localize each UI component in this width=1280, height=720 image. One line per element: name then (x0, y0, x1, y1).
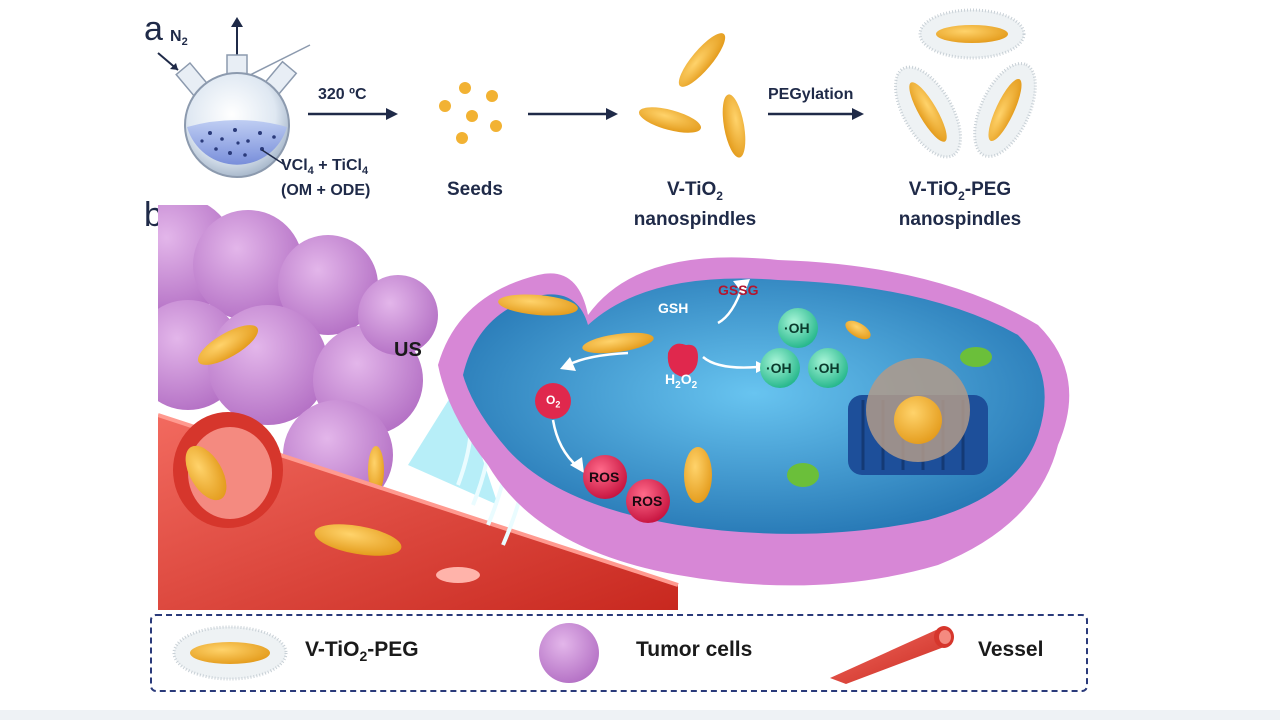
nanospindles-label: V-TiO2 nanospindles (633, 179, 757, 230)
peg-nanospindles-icon (893, 8, 1037, 159)
seeds-label: Seeds (447, 179, 503, 200)
reaction-flask-icon (157, 17, 311, 178)
ultrasound-label: US (394, 339, 422, 361)
gsh-label: GSH (658, 300, 689, 316)
arrow-2-icon (528, 108, 618, 120)
arrow-1-icon (308, 108, 398, 120)
hydroxyl-radical-2: ·OH (766, 360, 792, 376)
gssg-label: GSSG (718, 282, 759, 298)
oxygen-label: O2 (546, 393, 561, 410)
legend-box (150, 614, 1088, 692)
hydroxyl-radical-1: ·OH (784, 320, 810, 336)
reagent-label: VCl4 + TiCl4 (OM + ODE) (281, 157, 371, 200)
vessel-legend-icon (830, 626, 954, 684)
temperature-label: 320 ºC (318, 86, 367, 103)
pegylation-label: PEGylation (768, 86, 854, 103)
seeds-icon (439, 82, 502, 144)
panel-letter-a: a (144, 10, 163, 48)
ros-label-1: ROS (589, 469, 620, 485)
bottom-strip (0, 710, 1280, 720)
legend-vessel-label: Vessel (978, 638, 1044, 661)
tumor-cell-legend-icon (539, 623, 599, 683)
arrow-3-icon (768, 108, 864, 120)
legend-peg-label: V-TiO2-PEG (305, 638, 419, 665)
nanospindles-icon (638, 33, 746, 158)
peg-spindle-legend-icon (172, 625, 288, 681)
peg-nanospindles-label: V-TiO2-PEG nanospindles (898, 179, 1022, 230)
h2o2-label: H2O2 (665, 371, 698, 391)
ros-label-2: ROS (632, 493, 663, 509)
nitrogen-label: N2 (170, 28, 188, 49)
hydroxyl-radical-3: ·OH (814, 360, 840, 376)
legend-tumor-label: Tumor cells (636, 638, 753, 661)
tumor-scene-illustration (158, 205, 1070, 610)
